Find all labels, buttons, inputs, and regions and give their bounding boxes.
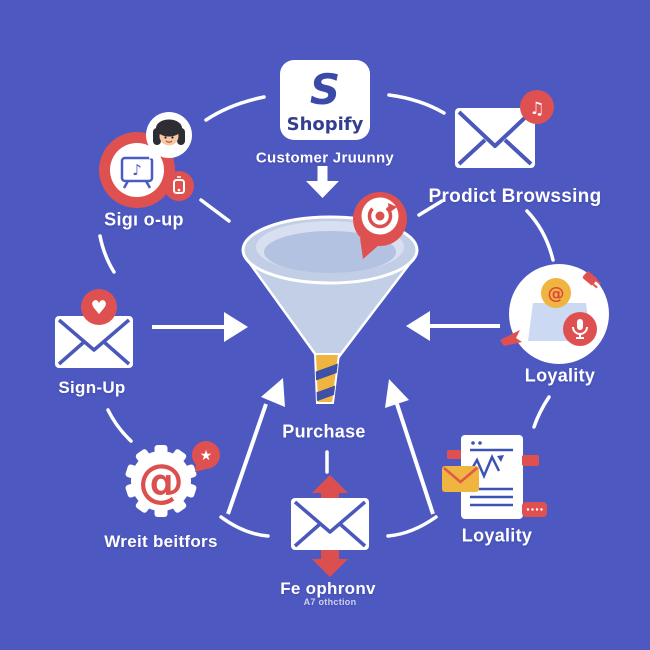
connector-lines xyxy=(98,93,555,538)
music-note-badge-icon: ♫ xyxy=(520,90,554,124)
plug-icon xyxy=(582,271,601,289)
shopify-brand-name: Shopify xyxy=(287,114,364,135)
shopify-logo-icon: S xyxy=(310,65,340,114)
feedback-envelope-icon xyxy=(291,475,369,577)
svg-text:@: @ xyxy=(138,454,184,508)
right-arrow-icon xyxy=(406,311,500,341)
label-feedback: Fe ophronv xyxy=(280,579,376,598)
label-purchase: Purchase xyxy=(282,421,366,442)
label-write-before: Wreit beitfors xyxy=(104,532,218,551)
label-signup-top: Sigı o-up xyxy=(104,209,184,230)
bottom-right-arrow-icon xyxy=(385,379,435,515)
svg-text:★: ★ xyxy=(200,448,213,464)
loyalty-circle-cluster: @ xyxy=(500,264,609,364)
email-gear-icon: @ ★ xyxy=(125,441,220,517)
funnel-icon xyxy=(241,215,419,404)
label-loyalty-bottom: Loyality xyxy=(461,525,533,546)
product-browsing-envelope-icon: ♫ xyxy=(455,90,554,168)
label-product-browsing: Prodict Browssing xyxy=(428,186,602,207)
music-frame-icon: ♪ xyxy=(120,156,154,189)
retarget-bubble-icon xyxy=(353,192,407,259)
label-feedback-sub: A7 othction xyxy=(303,597,357,607)
svg-text:♪: ♪ xyxy=(132,161,142,179)
svg-text:♫: ♫ xyxy=(529,99,544,119)
caption-customer-journey: Customer Jruunny xyxy=(255,149,395,167)
at-badge-icon: @ xyxy=(541,278,571,308)
chat-chip-icon xyxy=(522,502,547,517)
yellow-envelope-icon xyxy=(442,466,479,492)
label-loyalty-right: Loyality xyxy=(524,365,596,386)
label-signup-left: Sign-Up xyxy=(58,378,126,397)
left-arrow-icon xyxy=(152,312,248,342)
shopify-card: S Shopify xyxy=(280,60,370,140)
mic-badge-icon xyxy=(563,312,597,346)
signup-envelope-icon: ♥ xyxy=(55,289,133,368)
svg-text:@: @ xyxy=(548,284,565,304)
star-badge-icon: ★ xyxy=(192,441,220,472)
signup-top-cluster: ♪ xyxy=(99,112,194,208)
hand-icon xyxy=(500,330,522,346)
bottom-left-arrow-icon xyxy=(226,378,285,515)
avatar xyxy=(146,112,192,159)
phone-badge-icon xyxy=(164,171,194,201)
heart-badge-icon: ♥ xyxy=(81,289,117,325)
down-arrow-icon xyxy=(306,166,339,198)
svg-text:♥: ♥ xyxy=(90,297,107,319)
analytics-document-icon xyxy=(442,435,547,519)
